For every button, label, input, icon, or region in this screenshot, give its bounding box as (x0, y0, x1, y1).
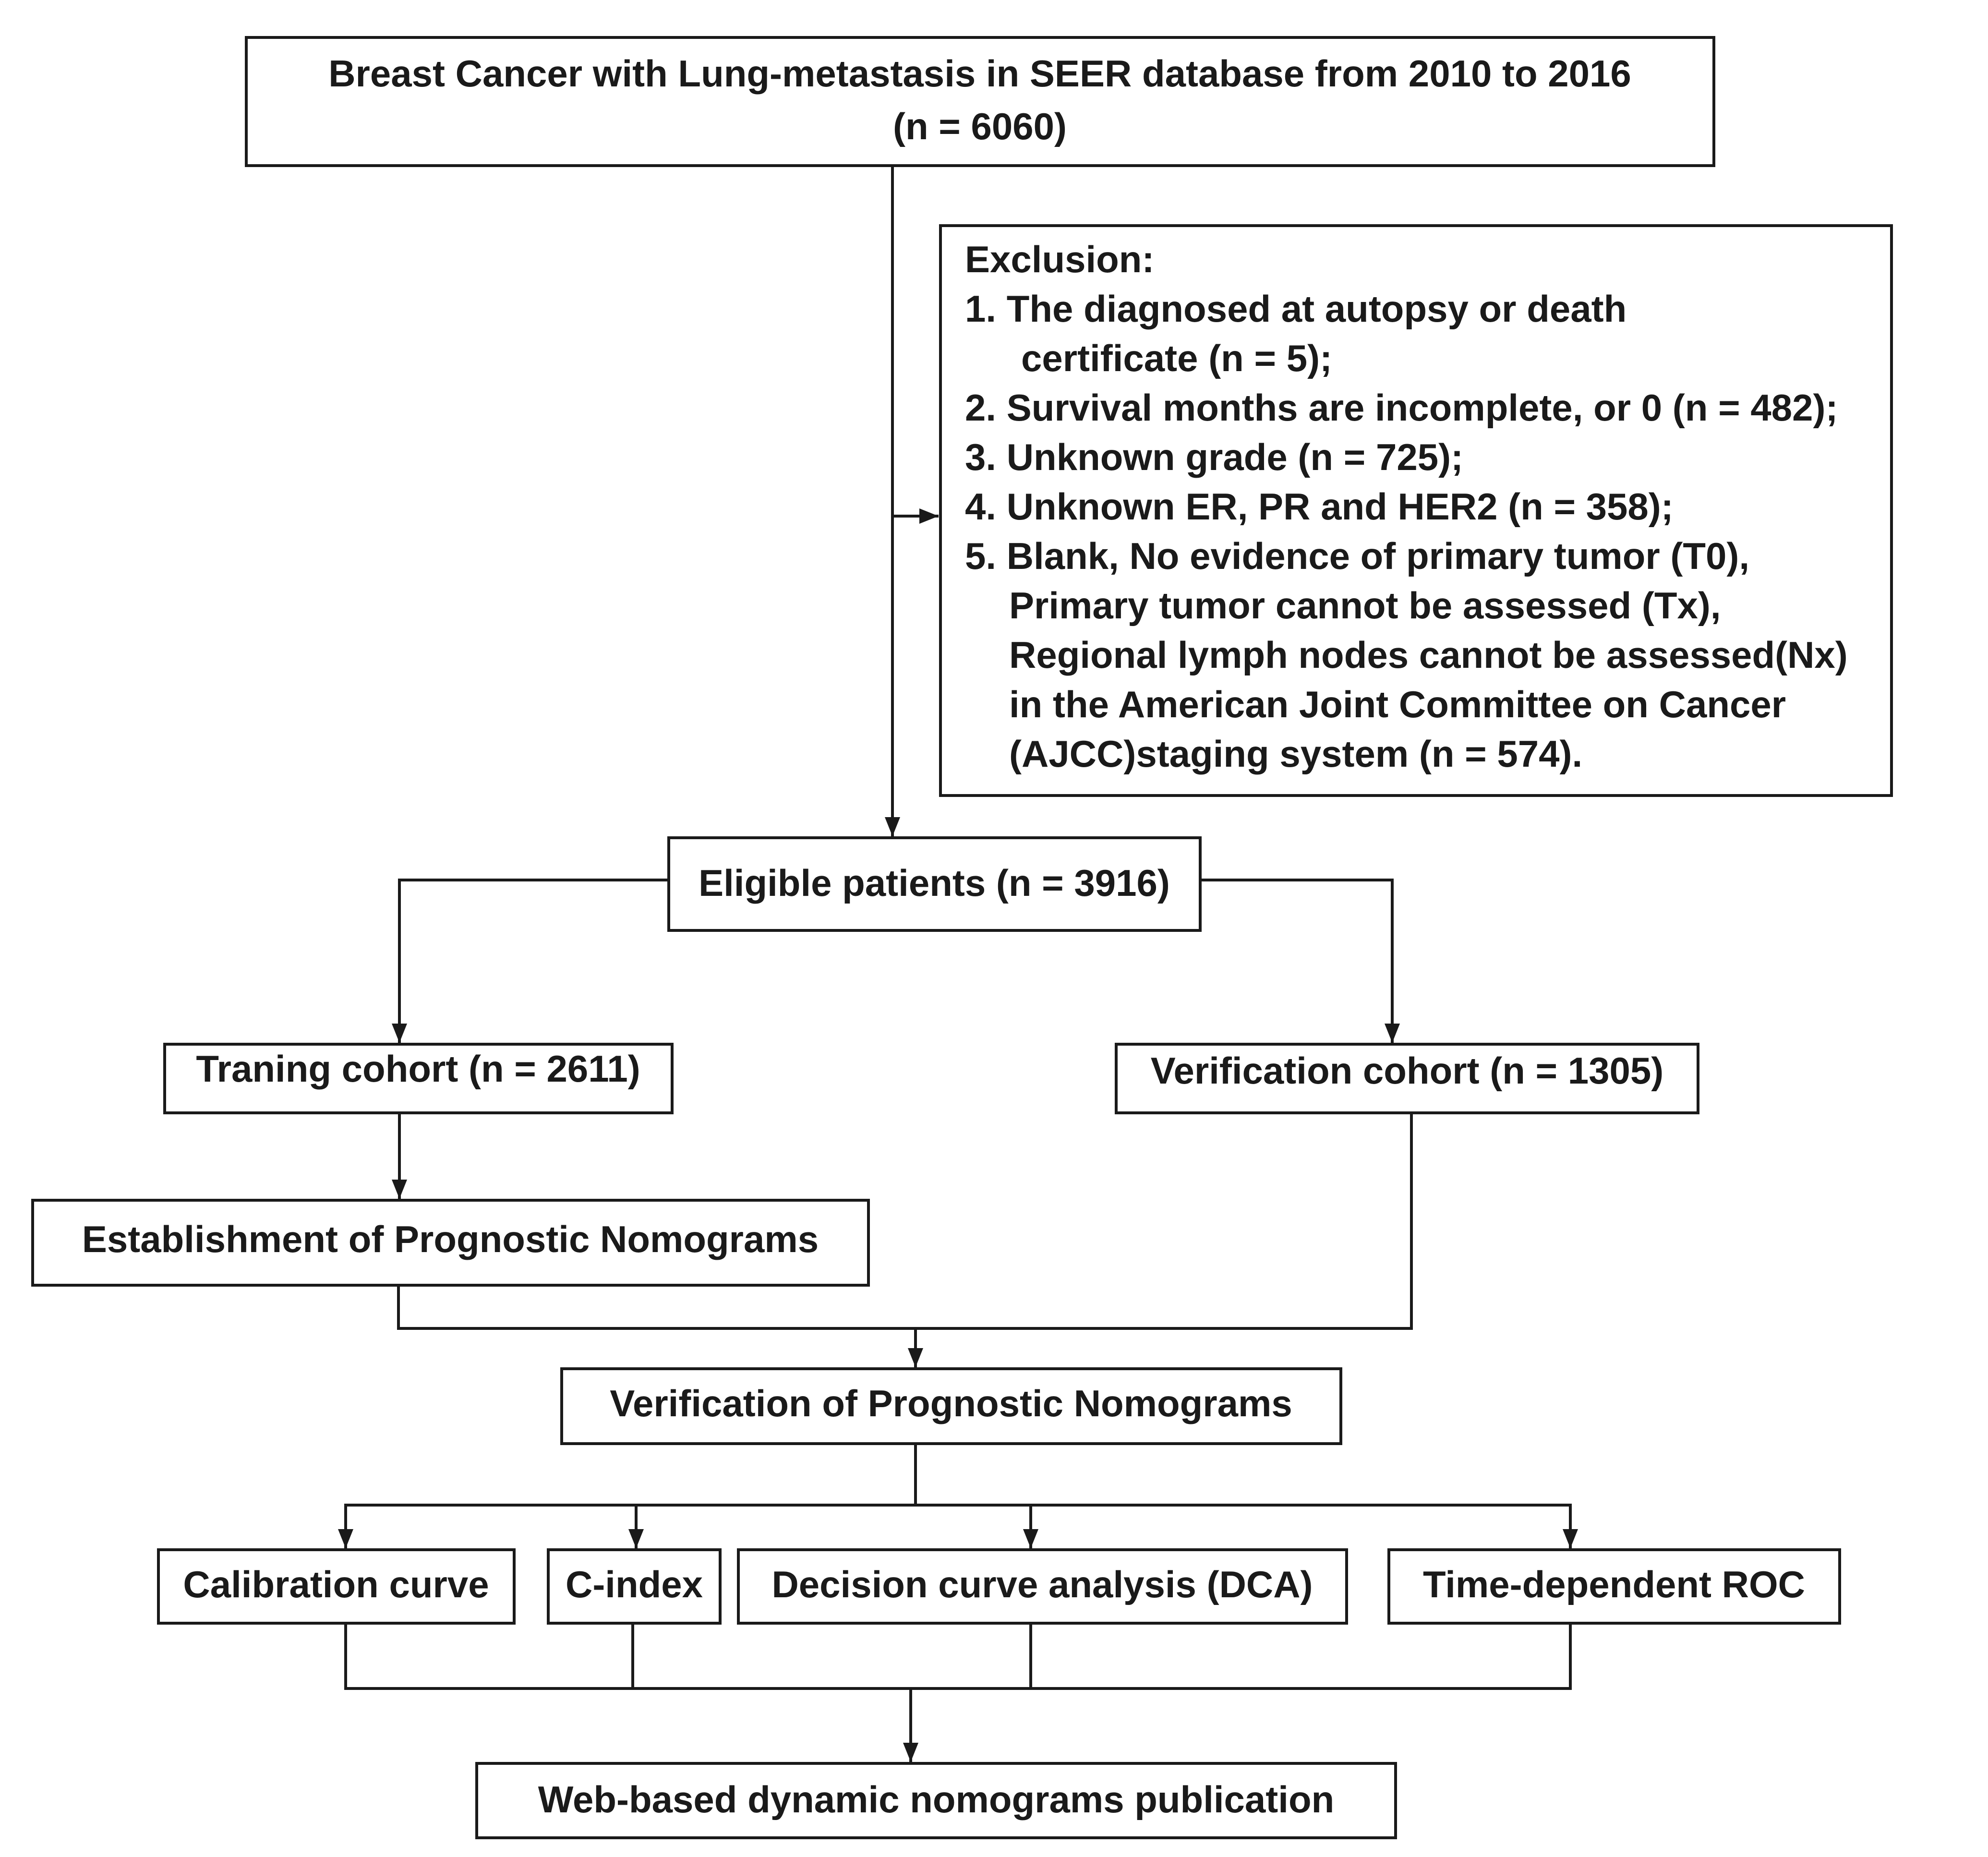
exclusion-line: Primary tumor cannot be assessed (Tx), (1009, 584, 1721, 627)
eligible-node: Eligible patients (n = 3916) (667, 836, 1202, 932)
exclusion-line: 2. Survival months are incomplete, or 0 … (965, 386, 1838, 429)
source-node: Breast Cancer with Lung-metastasis in SE… (245, 36, 1715, 167)
method-label: Calibration curve (183, 1563, 489, 1605)
establishment-label: Establishment of Prognostic Nomograms (82, 1218, 819, 1260)
method-cindex-node: C-index (547, 1548, 722, 1625)
eligible-label: Eligible patients (n = 3916) (699, 862, 1170, 904)
publication-label: Web-based dynamic nomograms publication (538, 1778, 1335, 1821)
exclusion-heading: Exclusion: (965, 238, 1154, 280)
exclusion-line: 3. Unknown grade (n = 725); (965, 436, 1463, 478)
publication-node: Web-based dynamic nomograms publication (475, 1762, 1397, 1839)
exclusion-line: 1. The diagnosed at autopsy or death (965, 288, 1627, 330)
training-cohort-node: Traning cohort (n = 2611) (163, 1043, 674, 1114)
exclusion-line: (AJCC)staging system (n = 574). (1009, 733, 1582, 775)
method-label: Decision curve analysis (DCA) (771, 1563, 1313, 1605)
exclusion-node: Exclusion: 1. The diagnosed at autopsy o… (939, 224, 1893, 797)
verification-nomograms-label: Verification of Prognostic Nomograms (610, 1382, 1292, 1424)
connectors (338, 166, 1578, 1762)
method-roc-node: Time-dependent ROC (1387, 1548, 1841, 1625)
source-title: Breast Cancer with Lung-metastasis in SE… (328, 52, 1631, 95)
verification-cohort-label: Verification cohort (n = 1305) (1151, 1049, 1663, 1092)
verification-nomograms-node: Verification of Prognostic Nomograms (560, 1367, 1342, 1445)
edge-eligible-to-verification-cohort (1200, 879, 1400, 1043)
edge-eligible-to-training (392, 879, 669, 1043)
verification-cohort-node: Verification cohort (n = 1305) (1115, 1043, 1699, 1114)
source-count: (n = 6060) (893, 105, 1067, 147)
exclusion-line: certificate (n = 5); (1021, 337, 1332, 379)
method-calibration-node: Calibration curve (157, 1548, 516, 1625)
method-label: Time-dependent ROC (1423, 1563, 1805, 1605)
exclusion-line: 4. Unknown ER, PR and HER2 (n = 358); (965, 485, 1674, 528)
exclusion-line: 5. Blank, No evidence of primary tumor (… (965, 535, 1749, 577)
establishment-node: Establishment of Prognostic Nomograms (31, 1199, 870, 1287)
method-label: C-index (566, 1563, 703, 1605)
exclusion-line: in the American Joint Committee on Cance… (1009, 683, 1786, 725)
training-cohort-label: Traning cohort (n = 2611) (196, 1048, 640, 1090)
method-dca-node: Decision curve analysis (DCA) (737, 1548, 1348, 1625)
exclusion-line: Regional lymph nodes cannot be assessed(… (1009, 634, 1848, 676)
